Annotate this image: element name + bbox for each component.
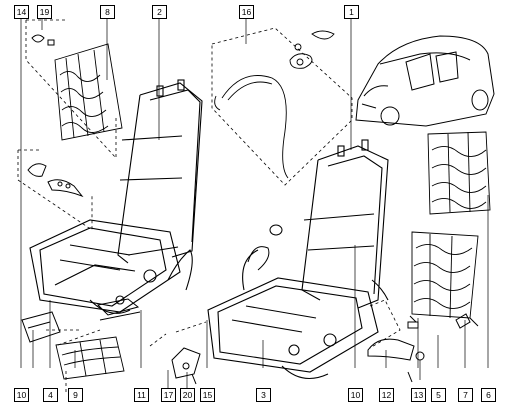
callout-11: 11	[134, 388, 149, 402]
clip-part	[31, 34, 55, 46]
seat-base-right	[207, 249, 379, 380]
callout-15: 15	[200, 388, 215, 402]
cable-loop	[247, 246, 270, 271]
lumbar-parts	[27, 163, 84, 198]
callout-17: 17	[161, 388, 176, 402]
bracket-part	[171, 347, 201, 385]
callout-8: 8	[100, 5, 115, 19]
rail-part	[96, 298, 141, 321]
screw-part	[407, 315, 419, 329]
callout-5: 5	[431, 388, 446, 402]
callout-6: 6	[481, 388, 496, 402]
callout-2: 2	[152, 5, 167, 19]
spring-mat-right-upper	[427, 131, 491, 215]
callout-3: 3	[256, 388, 271, 402]
callout-16: 16	[239, 5, 254, 19]
spring-mat-right-lower	[411, 231, 479, 319]
callout-4: 4	[43, 388, 58, 402]
callout-9: 9	[68, 388, 83, 402]
small-fastener	[455, 313, 479, 329]
side-trim-right	[367, 338, 425, 383]
knob-part	[269, 224, 283, 236]
seatback-frame-left	[117, 79, 203, 264]
callout-1: 1	[344, 5, 359, 19]
cable-harness	[214, 30, 335, 179]
callout-20: 20	[180, 388, 195, 402]
seat-base-left	[29, 219, 193, 314]
callout-10-right: 10	[348, 388, 363, 402]
callout-10-left: 10	[14, 388, 29, 402]
seat-spring-left	[55, 336, 125, 380]
seatback-frame-right	[301, 139, 389, 309]
callout-7: 7	[458, 388, 473, 402]
callout-14: 14	[14, 5, 29, 19]
callout-12: 12	[379, 388, 394, 402]
side-trim-left	[21, 311, 61, 343]
callout-19: 19	[37, 5, 52, 19]
spring-mat-left	[54, 43, 123, 141]
leader-lines	[20, 15, 489, 388]
car-illustration	[355, 35, 495, 127]
group-frames	[17, 19, 401, 392]
callout-13: 13	[411, 388, 426, 402]
